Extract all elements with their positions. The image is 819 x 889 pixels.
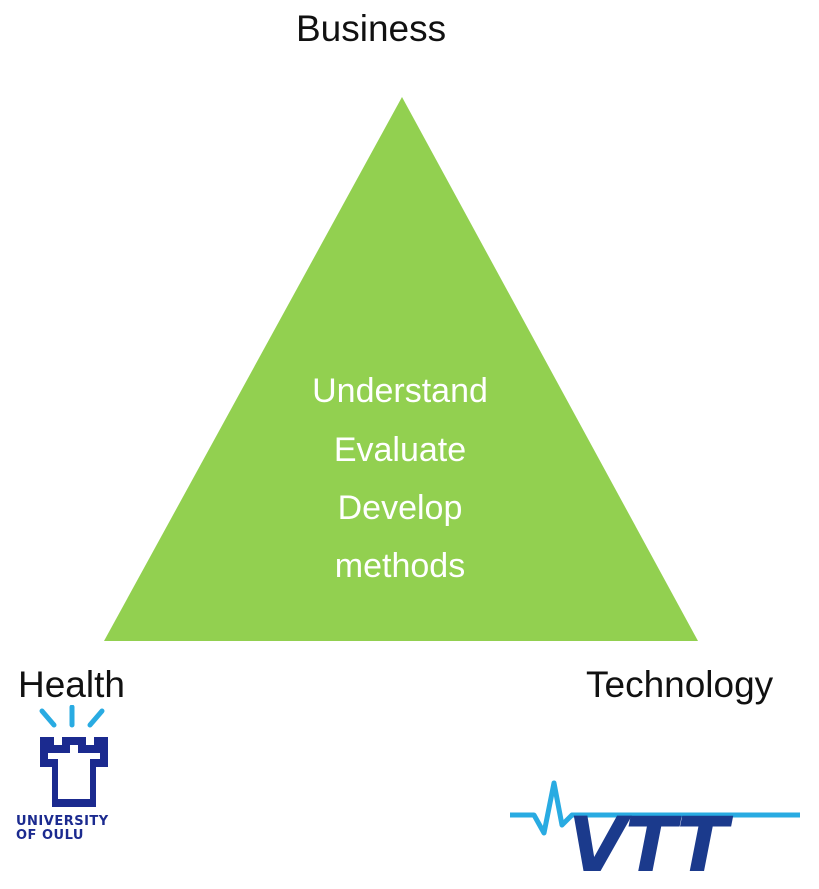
- vertex-label-health: Health: [18, 664, 125, 705]
- oulu-logo-text-line-2: OF OULU: [16, 828, 84, 843]
- oulu-rays-icon: [39, 705, 105, 728]
- vtt-logo-text: VTT: [568, 800, 728, 889]
- center-text-line-2: Evaluate: [333, 431, 467, 469]
- vertex-label-business: Business: [296, 8, 447, 49]
- vertex-label-technology: Technology: [586, 664, 774, 705]
- center-text-line-1: Understand: [312, 372, 488, 410]
- center-text-line-4: methods: [334, 547, 466, 585]
- university-of-oulu-tower-icon: [40, 737, 108, 807]
- center-text-line-3: Develop: [337, 489, 463, 527]
- triangle-shape: [104, 97, 698, 641]
- university-of-oulu-logo: UNIVERSITY OF OULU: [16, 705, 126, 875]
- oulu-logo-text-line-1: UNIVERSITY: [16, 814, 109, 829]
- vtt-pulse-icon: [510, 780, 800, 836]
- triangle-fill: [104, 97, 698, 641]
- vtt-logo: VTT: [500, 775, 800, 883]
